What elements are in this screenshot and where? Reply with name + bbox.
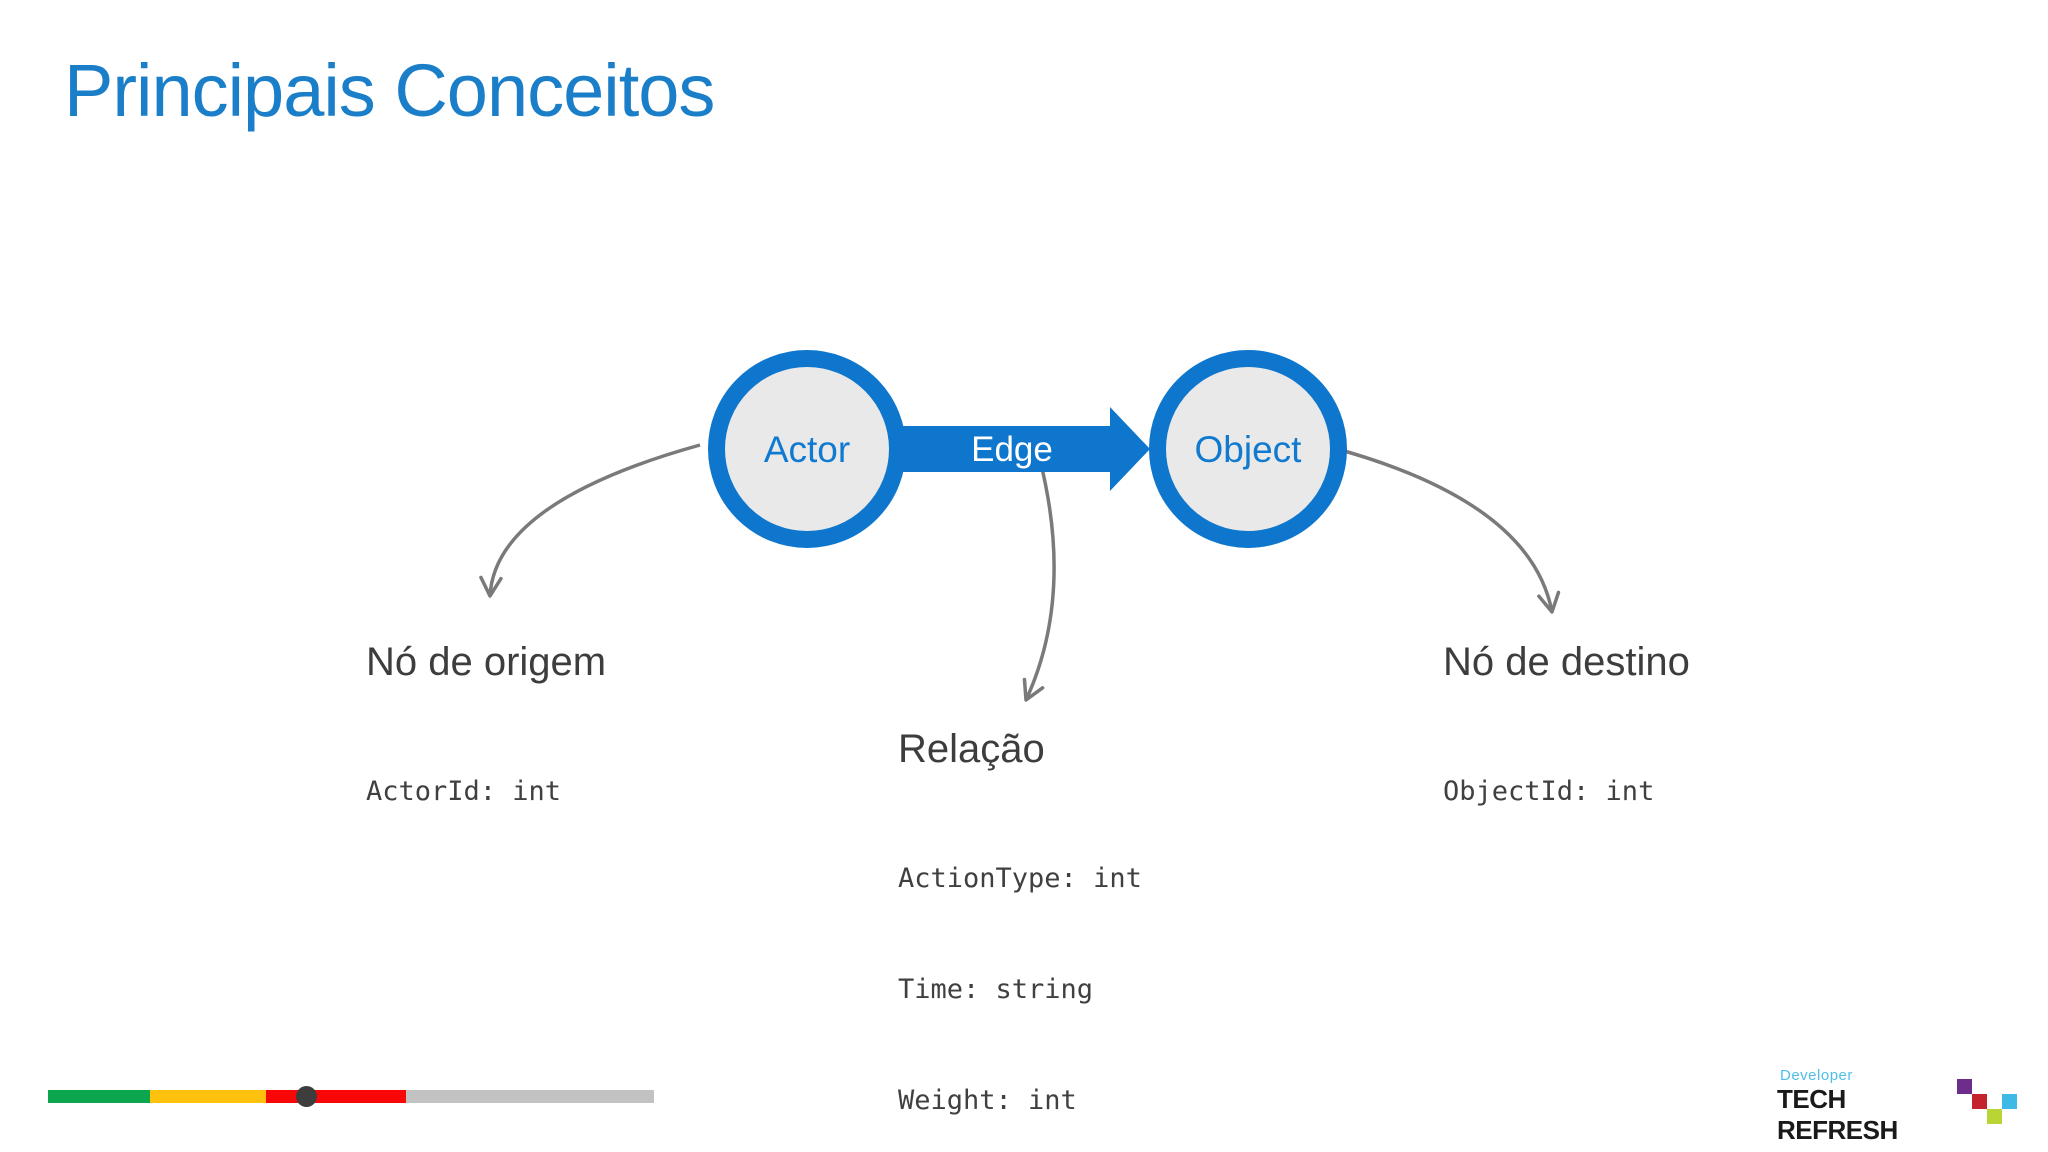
- logo-square-green-icon: [1987, 1109, 2002, 1124]
- slide-progress-bar: [48, 1090, 654, 1103]
- actor-node-label: Actor: [764, 429, 850, 470]
- logo-square-blue-icon: [2002, 1094, 2017, 1109]
- code-line: ActorId: int: [366, 776, 562, 807]
- logo-developer-text: Developer: [1780, 1067, 1853, 1084]
- annotation-destination-code: ObjectId: int: [1443, 699, 1690, 884]
- annotation-relation: Relação ActionType: int Time: string Wei…: [898, 727, 1142, 1152]
- progress-segment-green: [48, 1090, 150, 1103]
- actor-node-circle: [708, 350, 906, 548]
- code-line: Weight: int: [898, 1085, 1077, 1116]
- annotation-origin-code: ActorId: int: [366, 699, 606, 884]
- code-line: ActionType: int: [898, 863, 1142, 894]
- logo-main-text: TECH REFRESH: [1777, 1084, 1898, 1145]
- annotation-relation-code: ActionType: int Time: string Weight: int: [898, 786, 1142, 1152]
- logo-square-purple-icon: [1957, 1079, 1972, 1094]
- page-title: Principais Conceitos: [64, 49, 715, 132]
- edge-label: Edge: [971, 430, 1053, 469]
- annotation-origin: Nó de origem ActorId: int: [366, 640, 606, 884]
- connector-destination-arrow: [1329, 445, 1561, 614]
- annotation-destination-title: Nó de destino: [1443, 640, 1690, 684]
- code-line: ObjectId: int: [1443, 776, 1655, 807]
- logo-square-red-icon: [1972, 1094, 1987, 1109]
- progress-segment-remaining: [406, 1090, 654, 1103]
- object-node-label: Object: [1195, 429, 1303, 470]
- object-node-circle: [1149, 350, 1347, 548]
- progress-segment-yellow: [150, 1090, 266, 1103]
- annotation-origin-title: Nó de origem: [366, 640, 607, 684]
- code-line: Time: string: [898, 974, 1094, 1005]
- connector-relation-arrow: [1022, 459, 1056, 702]
- edge-arrow: [870, 407, 1150, 491]
- progress-position-dot: [296, 1086, 317, 1107]
- progress-segment-red: [266, 1090, 406, 1103]
- connector-origin-arrow: [479, 443, 701, 598]
- annotation-destination: Nó de destino ObjectId: int: [1443, 640, 1690, 884]
- annotation-relation-title: Relação: [898, 727, 1045, 771]
